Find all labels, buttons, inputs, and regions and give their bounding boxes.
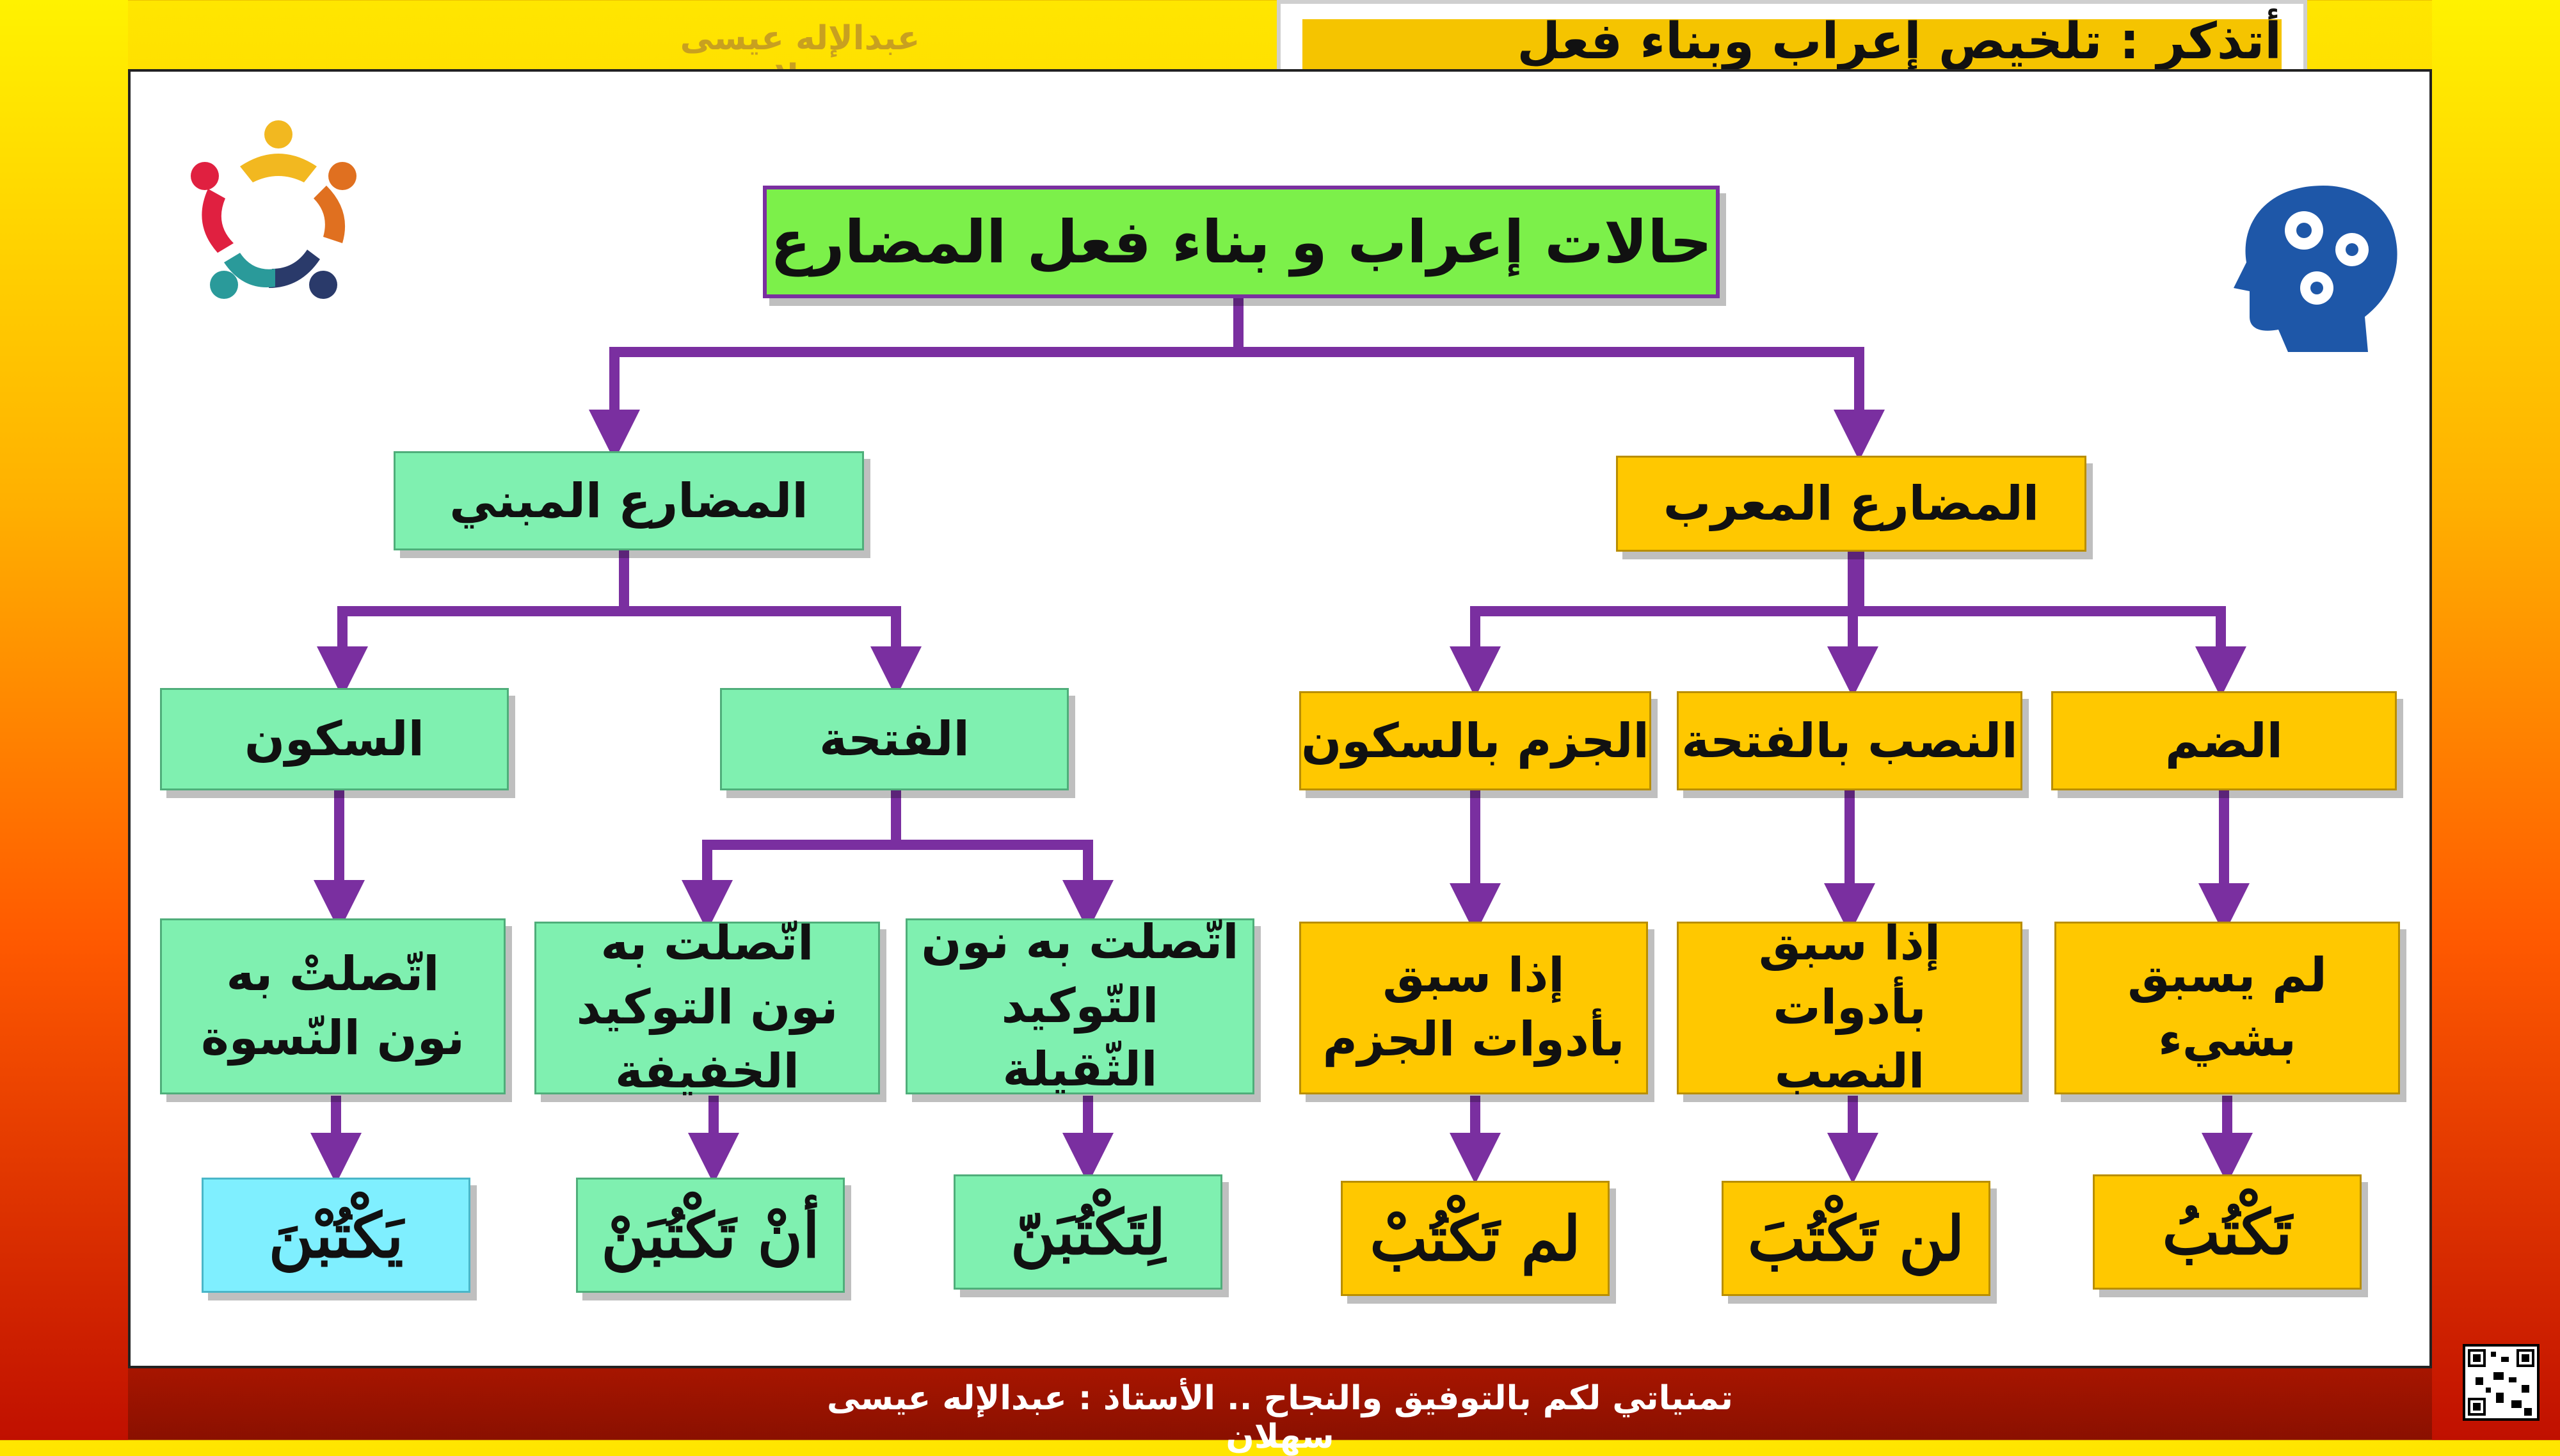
background-right-stripe	[2432, 0, 2560, 1440]
fatha-heavy-example: لِتَكْتُبَنّ	[954, 1174, 1222, 1290]
fatha-light-example: أنْ تَكْتُبَنْ	[576, 1178, 845, 1293]
murab-node: المضارع المعرب	[1616, 456, 2086, 552]
sukoon-node: السكون	[160, 688, 509, 790]
qr-code-icon[interactable]	[2463, 1344, 2540, 1421]
damm-condition: لم يسبق بشيء	[2054, 922, 2400, 1094]
jazm-node: الجزم بالسكون	[1299, 691, 1651, 790]
jazm-example: لم تَكْتُبْ	[1341, 1181, 1610, 1296]
damm-example: تَكْتُبُ	[2093, 1174, 2362, 1290]
nasb-node: النصب بالفتحة	[1677, 691, 2022, 790]
author-name-top: عبدالإله عيسى سهلان	[680, 19, 920, 96]
mabni-node: المضارع المبني	[394, 451, 864, 550]
damm-node: الضم	[2051, 691, 2397, 790]
brain-gears-icon	[2234, 186, 2397, 352]
nasb-condition: إذا سبق بأدوات النصب	[1677, 916, 2022, 1099]
fatha-heavy-condition: اتّصلت به نون التّوكيد الثّقيلة	[906, 915, 1254, 1097]
sukoon-example: يَكْتُبْنَ	[202, 1178, 470, 1293]
nasb-example: لن تَكْتُبَ	[1722, 1181, 1990, 1296]
sukoon-condition: اتّصلتْ به نون النّسوة	[160, 918, 506, 1094]
jazm-condition: إذا سبق بأدوات الجزم	[1299, 922, 1648, 1094]
teamwork-icon	[191, 120, 356, 299]
fatha-node: الفتحة	[720, 688, 1069, 790]
footer-text: تمنياتي لكم بالتوفيق والنجاح .. الأستاذ …	[827, 1379, 1733, 1456]
fatha-light-condition: اتّصلت به نون التوكيد الخفيفة	[534, 916, 880, 1099]
root-node: حالات إعراب و بناء فعل المضارع	[763, 186, 1720, 298]
background-left-stripe	[0, 0, 128, 1440]
